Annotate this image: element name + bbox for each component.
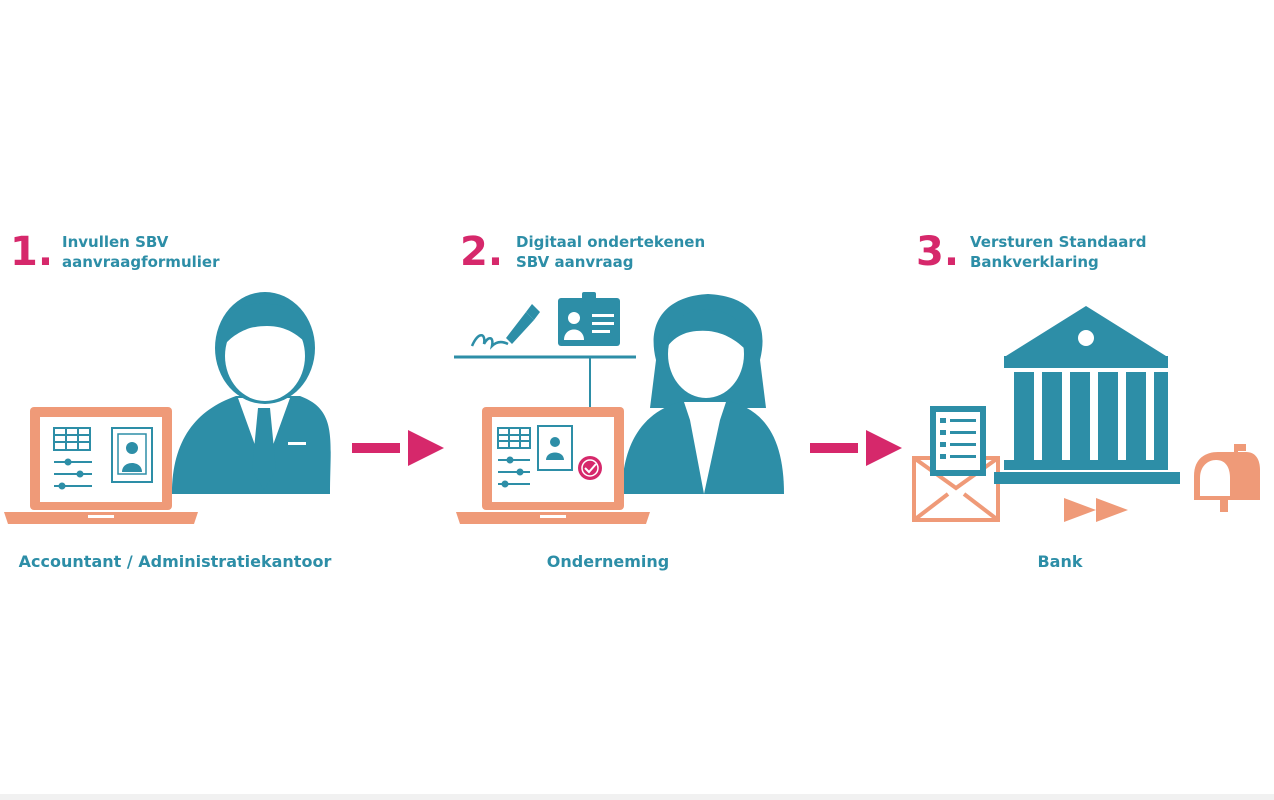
step-2-title: Digitaal ondertekenen SBV aanvraag: [516, 232, 705, 272]
actor-label-accountant: Accountant / Administratiekantoor: [18, 552, 332, 571]
envelope-document-icon: [912, 406, 1000, 522]
laptop-icon: [456, 407, 650, 524]
businesswoman-icon: [622, 294, 784, 494]
sliders-icon: [498, 456, 530, 488]
step-3-title: Versturen Standaard Bankverklaring: [970, 232, 1147, 272]
businessman-icon: [172, 292, 331, 494]
spreadsheet-icon: [497, 427, 531, 449]
step-1-number: 1.: [10, 229, 54, 275]
sliders-icon: [54, 458, 92, 490]
step-1-title: Invullen SBV aanvraagformulier: [62, 232, 219, 272]
arrow-right-icon: [352, 430, 444, 466]
step-3-number: 3.: [916, 229, 960, 275]
profile-card-icon: [537, 425, 573, 471]
step-1-title-line2: aanvraagformulier: [62, 253, 220, 271]
bank-building-icon: [994, 306, 1180, 484]
actor-label-bank: Bank: [1037, 552, 1083, 571]
signature-pen-icon: [470, 304, 540, 350]
step-1-title-line1: Invullen SBV: [62, 233, 169, 251]
mailbox-icon: [1194, 444, 1260, 512]
id-badge-icon: [558, 292, 620, 346]
bottom-border: [0, 794, 1274, 800]
approval-seal-icon: [578, 456, 602, 480]
actor-label-onderneming: Onderneming: [546, 552, 670, 571]
laptop-icon: [4, 407, 198, 524]
arrow-right-icon: [810, 430, 902, 466]
step-3-title-line1: Versturen Standaard: [970, 233, 1147, 251]
step-2-title-line2: SBV aanvraag: [516, 253, 634, 271]
fast-forward-icon: [1064, 498, 1128, 522]
step-2-title-line1: Digitaal ondertekenen: [516, 233, 706, 251]
profile-card-icon: [111, 427, 153, 483]
spreadsheet-icon: [53, 427, 91, 451]
step-2-number: 2.: [460, 229, 504, 275]
step-3-title-line2: Bankverklaring: [970, 253, 1099, 271]
